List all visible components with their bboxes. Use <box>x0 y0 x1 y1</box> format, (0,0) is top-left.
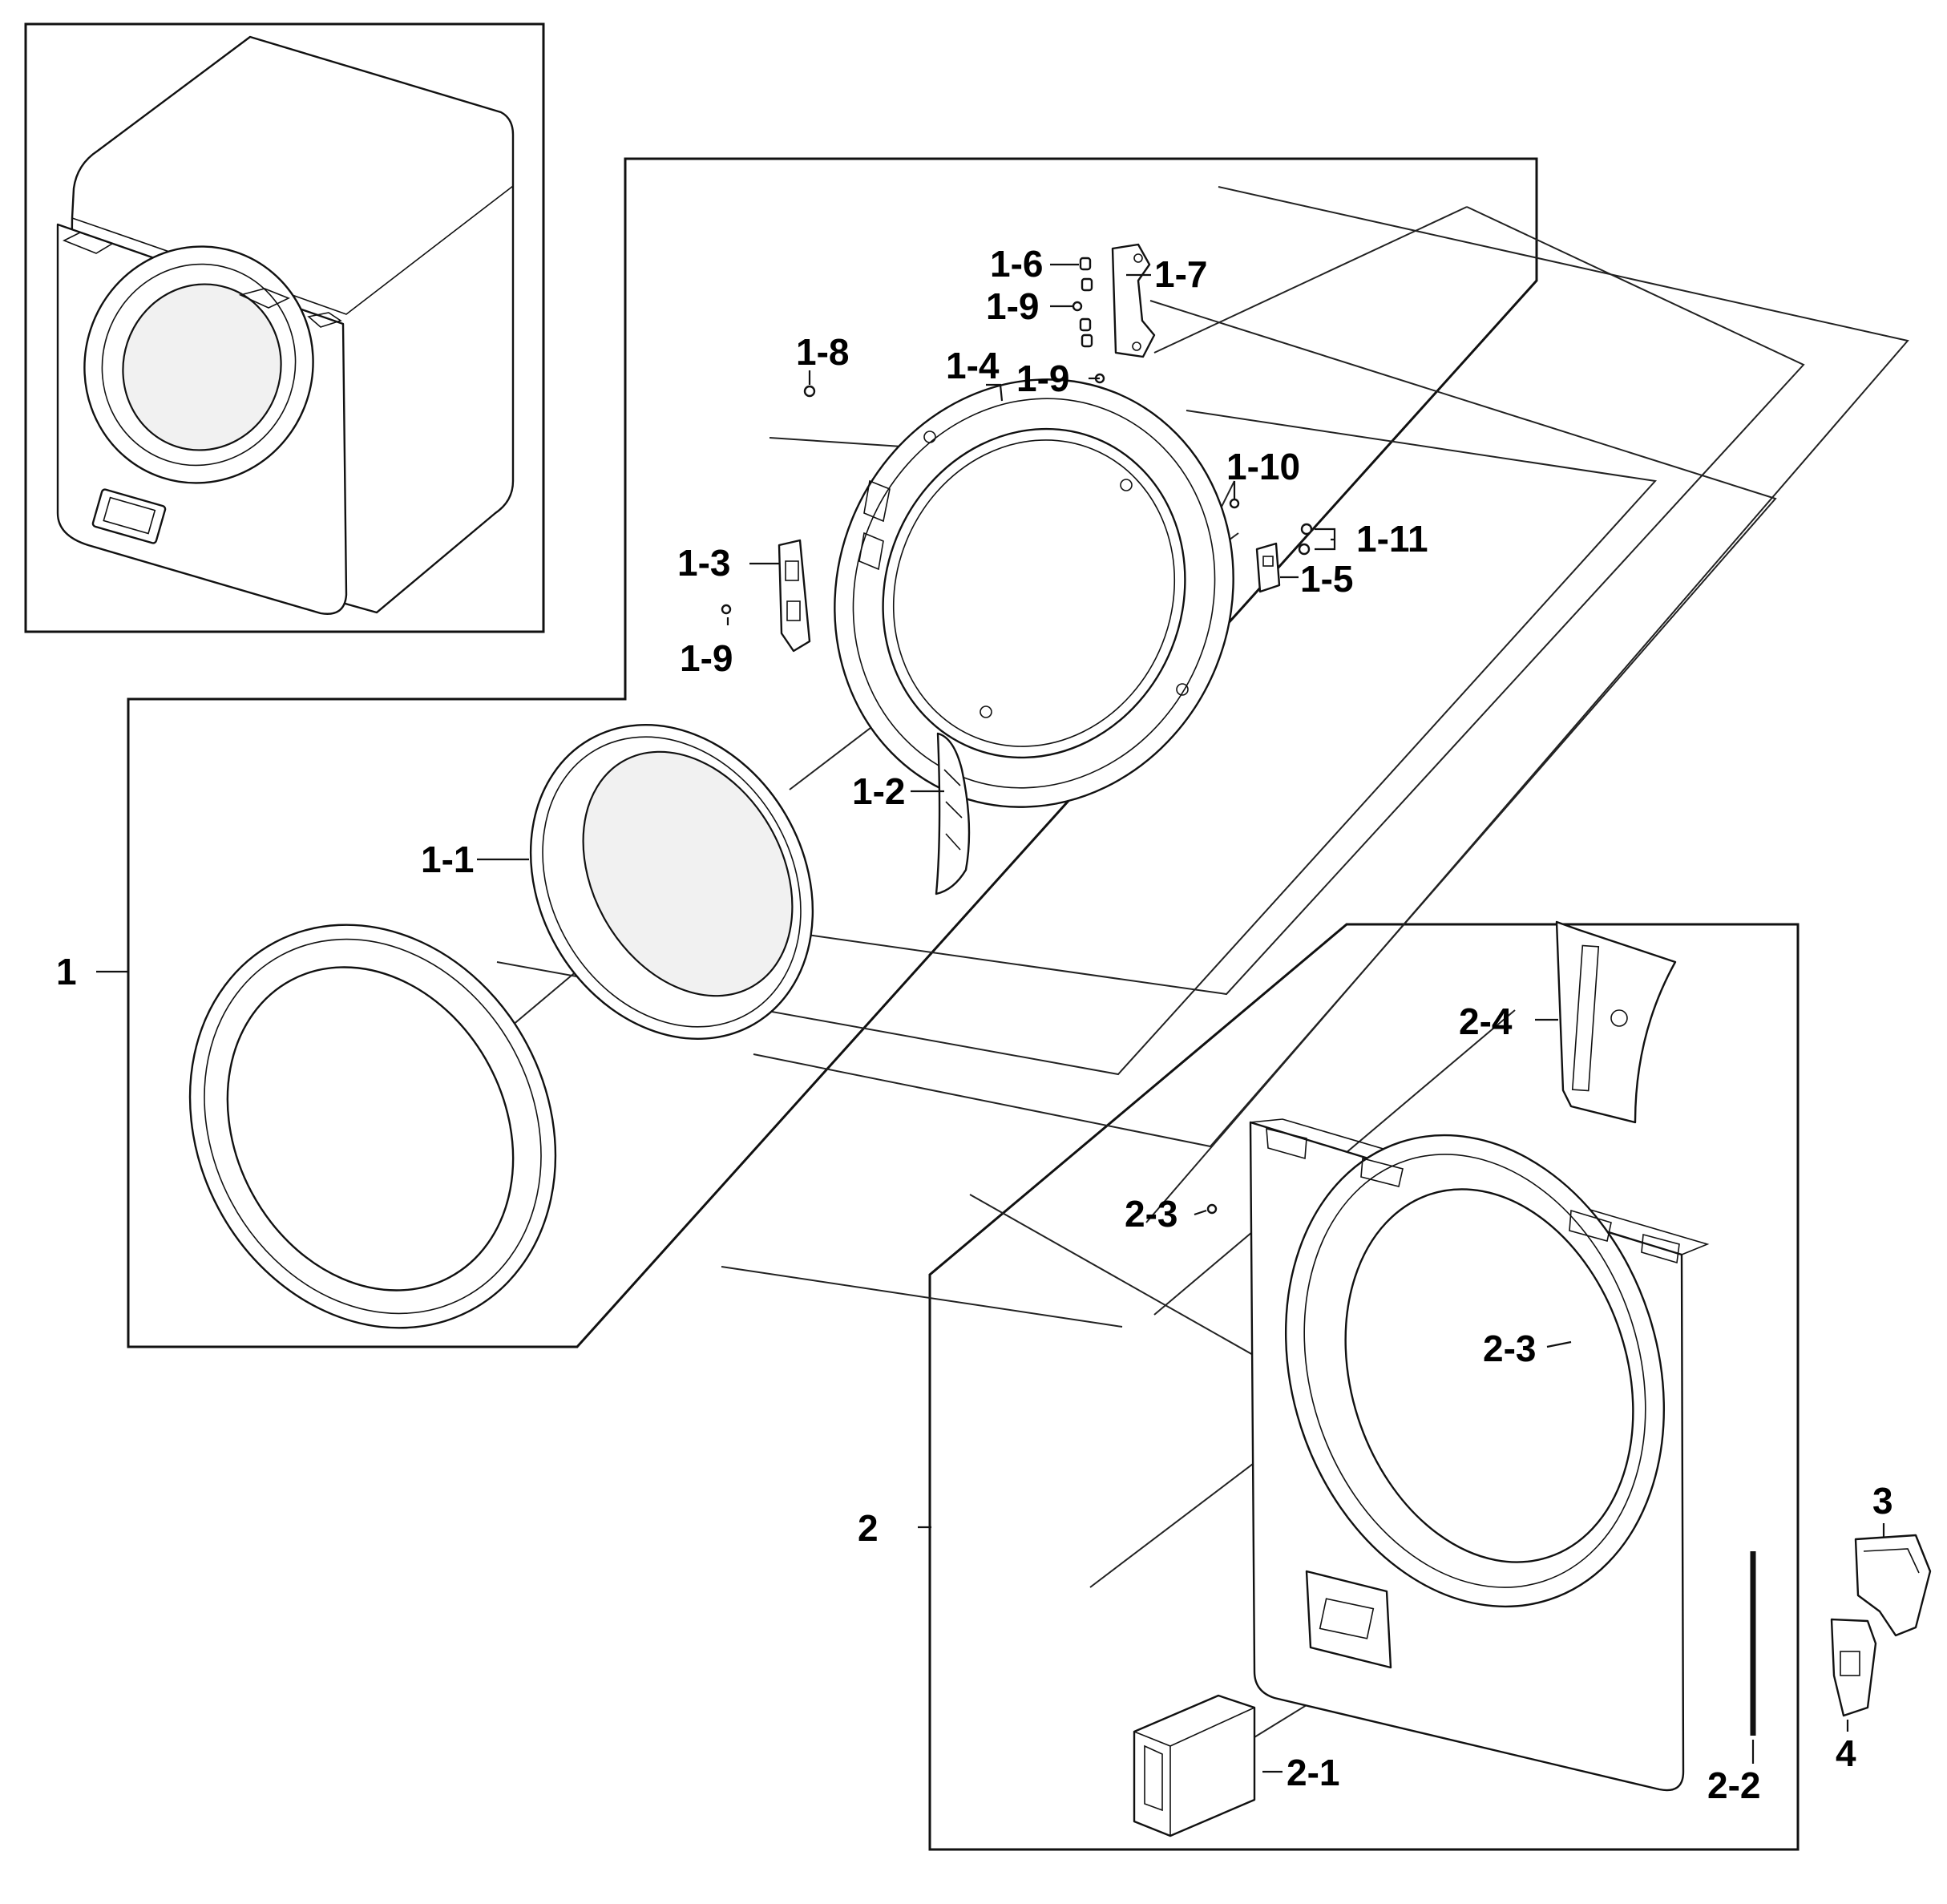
callout-1-10: 1-10 <box>1226 446 1300 487</box>
callout-1-4: 1-4 <box>946 345 1000 386</box>
callout-2-3-right: 2-3 <box>1483 1328 1536 1369</box>
callout-1-11: 1-11 <box>1356 518 1428 560</box>
callout-2-3-left: 2-3 <box>1125 1193 1177 1235</box>
group-1-frame <box>127 157 1538 1348</box>
callout-2-2: 2-2 <box>1707 1765 1760 1806</box>
front-panel-part <box>1249 1118 1710 1792</box>
callout-2-4: 2-4 <box>1459 1001 1513 1042</box>
drawer-housing-part <box>1133 1694 1256 1837</box>
door-handle-part <box>935 732 971 895</box>
outer-door-ring-part <box>188 924 557 1329</box>
callout-1-3: 1-3 <box>677 542 730 584</box>
door-frame-ring-part <box>834 378 1234 808</box>
door-strike-part <box>1255 542 1281 593</box>
callout-3: 3 <box>1872 1480 1893 1522</box>
callout-1-9-bottom: 1-9 <box>680 637 733 679</box>
hinge-holder-part <box>1111 243 1156 358</box>
group-2-frame <box>928 923 1800 1851</box>
callout-1-2: 1-2 <box>852 770 905 812</box>
callout-1-6: 1-6 <box>990 243 1043 285</box>
callout-1-1: 1-1 <box>421 839 474 880</box>
hinge-part <box>778 539 811 653</box>
callout-1-8: 1-8 <box>796 331 849 373</box>
leader-lines <box>96 263 1885 1773</box>
callout-labels: 1 1-1 1-2 1-3 1-4 1-5 1-6 1-7 1-8 1-9 1-… <box>56 243 1893 1806</box>
callout-1-5: 1-5 <box>1300 558 1353 600</box>
door-lock-part <box>1830 1618 1877 1717</box>
lock-bracket-part <box>1854 1534 1932 1637</box>
bushings-part <box>1079 257 1093 348</box>
callout-2: 2 <box>858 1507 879 1549</box>
callout-4: 4 <box>1836 1732 1856 1774</box>
callout-2-1: 2-1 <box>1287 1752 1339 1793</box>
callout-1: 1 <box>56 951 77 992</box>
overview-inset <box>24 22 545 633</box>
callout-1-9-top: 1-9 <box>986 285 1039 327</box>
control-bracket-part <box>1555 920 1677 1124</box>
door-glass-part <box>529 724 814 1040</box>
callout-1-7: 1-7 <box>1154 253 1207 295</box>
callout-1-9-middle: 1-9 <box>1016 358 1069 399</box>
